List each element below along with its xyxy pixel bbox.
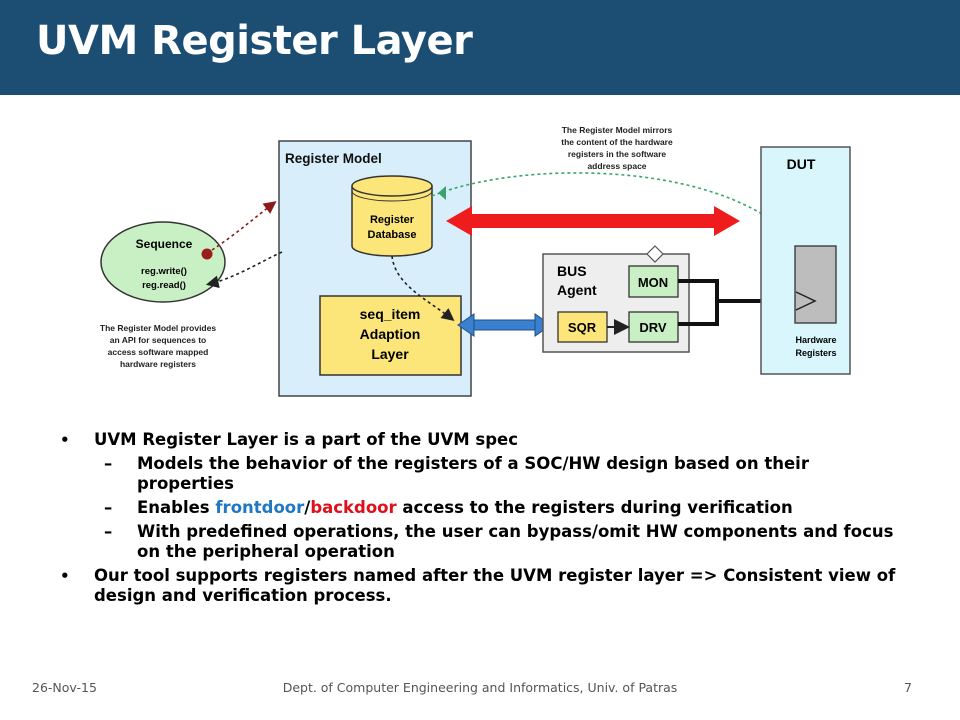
sequence-port-dot: [201, 248, 213, 260]
register-database: Register Database: [351, 175, 433, 257]
model-to-seq-arrow: [205, 251, 283, 289]
bus-agent-diamond: [646, 245, 664, 263]
bullet-2: Our tool supports registers named after …: [60, 566, 910, 606]
sub-bullet-2: – Enables frontdoor/backdoor access to th…: [60, 498, 910, 518]
note-left: The Register Model provides an API for s…: [100, 323, 216, 369]
dut-label: DUT: [787, 156, 816, 172]
bus-agent-label-1: BUS: [557, 263, 587, 279]
slash: /: [304, 498, 311, 517]
database-label-1: Register: [370, 214, 415, 226]
bullet-1: UVM Register Layer is a part of the UVM …: [60, 430, 910, 450]
dash: –: [104, 454, 113, 473]
sqr-box: [557, 311, 608, 343]
footer-date: 26-Nov-15: [32, 680, 97, 695]
frontdoor-word: frontdoor: [215, 498, 305, 517]
note-top-line: the content of the hardware: [561, 137, 673, 147]
hardware-registers-block: [794, 245, 837, 324]
backdoor-word: backdoor: [310, 498, 397, 517]
note-left-line: The Register Model provides: [100, 323, 216, 333]
sub-bullet-3-text: With predefined operations, the user can…: [137, 522, 894, 561]
sub-bullet-3: – With predefined operations, the user ca…: [60, 522, 910, 562]
mirror-arrow: [431, 172, 798, 243]
note-top-line: The Register Model mirrors: [562, 125, 673, 135]
adaption-label-1: seq_item: [360, 306, 421, 322]
bullet-2-text: Our tool supports registers named after …: [94, 566, 896, 605]
dash: –: [104, 498, 113, 517]
sqr-label: SQR: [568, 320, 597, 335]
note-left-line: hardware registers: [120, 359, 196, 369]
backdoor-arrow: [446, 206, 740, 236]
mon-label: MON: [638, 275, 668, 290]
note-top-line: registers in the software: [568, 149, 667, 159]
db-to-adaption-arrow: [391, 255, 455, 321]
register-layer-diagram: Register Model Register Database seq_ite…: [100, 125, 851, 397]
sub-bullet-1-text: Models the behavior of the registers of …: [137, 454, 809, 493]
note-top: The Register Model mirrors the content o…: [561, 125, 673, 171]
drv-to-dut-line: [678, 301, 719, 326]
note-left-line: access software mapped: [108, 347, 209, 357]
seq-to-model-arrow: [211, 201, 277, 251]
seq-read: reg.read(): [142, 280, 186, 291]
hw-reg-label-1: Hardware: [795, 335, 836, 345]
dash: –: [104, 522, 113, 541]
bus-agent-label-2: Agent: [557, 282, 597, 298]
sequence-ellipse: [100, 221, 226, 303]
mon-to-dut-line: [678, 279, 795, 303]
seq-write: reg.write(): [141, 266, 187, 277]
hw-reg-label-2: Registers: [795, 348, 836, 358]
sub-bullet-1: – Models the behavior of the registers of…: [60, 454, 910, 494]
adaption-label-2: Adaption: [360, 326, 421, 342]
footer-dept: Dept. of Computer Engineering and Inform…: [282, 680, 678, 695]
title-bar: UVM Register Layer: [0, 0, 960, 95]
sequence-label: Sequence: [136, 237, 193, 251]
note-top-line: address space: [587, 161, 646, 171]
footer-page-number: 7: [904, 680, 912, 695]
bullet-list: UVM Register Layer is a part of the UVM …: [60, 430, 910, 610]
adaption-label-3: Layer: [371, 346, 409, 362]
note-left-line: an API for sequences to: [110, 335, 207, 345]
drv-label: DRV: [639, 320, 667, 335]
slide-title: UVM Register Layer: [36, 18, 473, 64]
clock-triangle: [795, 291, 817, 311]
register-model-label: Register Model: [285, 151, 382, 166]
sub-bullet-2-suffix: access to the registers during verificat…: [396, 498, 793, 517]
sub-bullet-2-prefix: Enables: [137, 498, 216, 517]
bullet-1-text: UVM Register Layer is a part of the UVM …: [94, 430, 519, 449]
frontdoor-arrow: [457, 313, 552, 337]
database-label-2: Database: [368, 229, 417, 241]
drv-box: [628, 311, 679, 343]
mirror-arrow-start: [438, 186, 446, 200]
